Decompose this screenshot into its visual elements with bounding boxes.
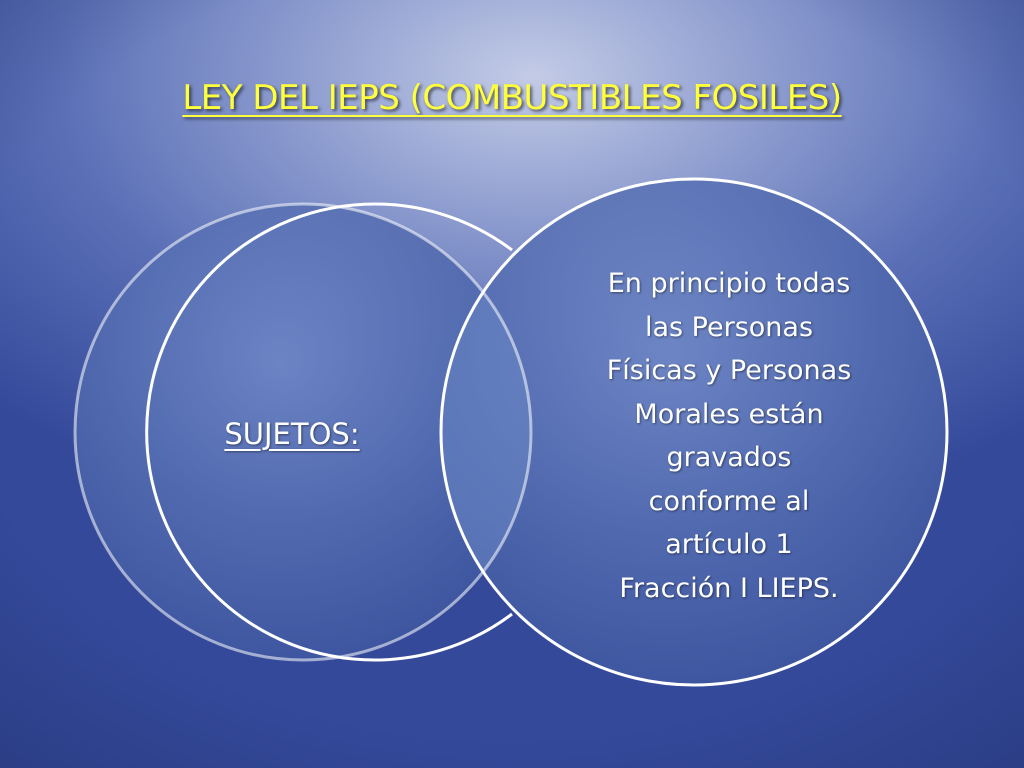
venn-circle-right-outline (439, 177, 949, 687)
slide-title: LEY DEL IEPS (COMBUSTIBLES FOSILES) (182, 78, 842, 118)
venn-circle-right (441, 179, 947, 685)
venn-left-outer-arc (145, 202, 513, 662)
sujetos-description: En principio todas las Personas Físicas … (606, 268, 852, 604)
venn-circle-left (75, 204, 531, 660)
venn-circle-left-outline (73, 202, 533, 662)
sujetos-label: SUJETOS: (224, 417, 360, 451)
